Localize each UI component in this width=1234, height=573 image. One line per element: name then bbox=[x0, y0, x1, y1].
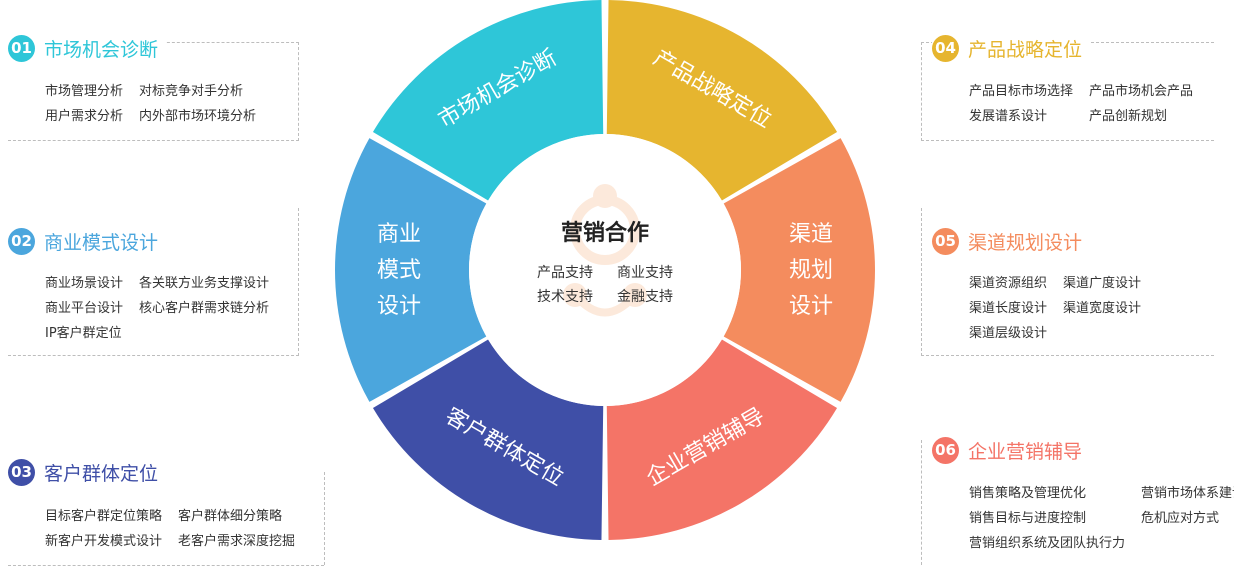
panel-02-item: 各关联方业务支撑设计 bbox=[139, 276, 270, 291]
panel-05-header: 05 渠道规划设计 bbox=[932, 227, 1091, 255]
panel-06-item: 危机应对方式 bbox=[1141, 511, 1220, 526]
panel-04-item: 产品创新规划 bbox=[1089, 109, 1168, 124]
panel-02-number: 02 bbox=[8, 227, 35, 255]
center-circle bbox=[469, 134, 741, 406]
connector-03 bbox=[8, 472, 324, 566]
wheel-segment-business bbox=[335, 138, 487, 402]
panel-02-title: 商业模式设计 bbox=[44, 231, 159, 254]
panel-04-header: 04 产品战略定位 bbox=[932, 34, 1091, 62]
wheel-segment-product bbox=[606, 0, 838, 201]
panel-01-number: 01 bbox=[8, 34, 35, 62]
panel-03-items: 目标客户群定位策略 客户群体细分策略 新客户开发模式设计 老客户需求深度挖掘 bbox=[45, 505, 295, 549]
panel-02-item: 商业平台设计 bbox=[45, 301, 124, 316]
center-title: 营销合作 bbox=[561, 220, 649, 246]
panel-01-items: 市场管理分析 对标竞争对手分析 用户需求分析 内外部市场环境分析 bbox=[45, 80, 256, 124]
panel-02-item: 商业场景设计 bbox=[45, 276, 124, 291]
segment-label-channel-2: 规划 bbox=[789, 258, 833, 283]
panel-05-title: 渠道规划设计 bbox=[968, 231, 1083, 254]
panel-01-title: 市场机会诊断 bbox=[44, 38, 159, 61]
panel-05-item: 渠道宽度设计 bbox=[1063, 301, 1142, 316]
panel-05-number: 05 bbox=[932, 227, 959, 255]
panel-01-item: 对标竞争对手分析 bbox=[139, 84, 244, 99]
panel-05-item: 渠道广度设计 bbox=[1063, 276, 1142, 291]
panel-06-number: 06 bbox=[932, 436, 959, 464]
center-item-product-support: 产品支持 bbox=[537, 265, 593, 281]
segment-label-channel-3: 设计 bbox=[789, 294, 833, 319]
wheel-segment-enterprise bbox=[606, 339, 838, 540]
panel-01-item: 用户需求分析 bbox=[45, 109, 124, 124]
connector-03-vertical bbox=[324, 472, 325, 565]
panel-05-item: 渠道层级设计 bbox=[969, 326, 1048, 341]
panel-06-title: 企业营销辅导 bbox=[968, 440, 1083, 463]
panel-06-item: 营销市场体系建设 bbox=[1141, 486, 1234, 501]
panel-06-item: 销售策略及管理优化 bbox=[969, 486, 1087, 501]
panel-02-header: 02 商业模式设计 bbox=[8, 227, 167, 255]
connector-06 bbox=[921, 440, 922, 565]
center-item-tech-support: 技术支持 bbox=[537, 289, 593, 305]
panel-01-item: 市场管理分析 bbox=[45, 84, 124, 99]
panel-04-title: 产品战略定位 bbox=[968, 38, 1083, 61]
segment-label-business-2: 模式 bbox=[377, 258, 421, 283]
wheel-segment-market bbox=[372, 0, 604, 201]
panel-02-items: 商业场景设计 各关联方业务支撑设计 商业平台设计 核心客户群需求链分析 IP客户… bbox=[45, 272, 269, 341]
wheel-segment-channel bbox=[723, 138, 875, 402]
panel-06-header: 06 企业营销辅导 bbox=[932, 436, 1091, 464]
panel-03-number: 03 bbox=[8, 458, 35, 486]
panel-04-item: 产品目标市场选择 bbox=[969, 84, 1074, 99]
center-item-finance-support: 金融支持 bbox=[617, 289, 673, 305]
panel-01-header: 01 市场机会诊断 bbox=[8, 34, 167, 62]
panel-02-item: IP客户群定位 bbox=[45, 326, 122, 341]
panel-04-number: 04 bbox=[932, 34, 959, 62]
panel-05-item: 渠道长度设计 bbox=[969, 301, 1048, 316]
panel-03-item: 目标客户群定位策略 bbox=[45, 509, 163, 524]
segment-label-business-3: 设计 bbox=[377, 294, 421, 319]
panel-04-item: 产品市场机会产品 bbox=[1089, 84, 1194, 99]
cooperation-icon bbox=[563, 184, 647, 317]
panel-05-item: 渠道资源组织 bbox=[969, 276, 1048, 291]
panel-03-item: 客户群体细分策略 bbox=[178, 509, 283, 524]
panel-03-title: 客户群体定位 bbox=[44, 462, 159, 485]
panel-01-item: 内外部市场环境分析 bbox=[139, 109, 257, 124]
connector-05 bbox=[921, 208, 1214, 356]
panel-06-items: 销售策略及管理优化 营销市场体系建设 销售目标与进度控制 危机应对方式 营销组织… bbox=[969, 482, 1234, 551]
panel-04-item: 发展谱系设计 bbox=[969, 109, 1048, 124]
segment-label-channel-1: 渠道 bbox=[789, 222, 833, 247]
wheel-segment-customer bbox=[372, 339, 604, 540]
panel-03-item: 老客户需求深度挖掘 bbox=[178, 534, 296, 549]
panel-03-item: 新客户开发模式设计 bbox=[45, 534, 163, 549]
connector-02 bbox=[8, 208, 299, 356]
panel-06-item: 营销组织系统及团队执行力 bbox=[969, 536, 1126, 551]
panel-05-items: 渠道资源组织 渠道广度设计 渠道长度设计 渠道宽度设计 渠道层级设计 bbox=[969, 272, 1141, 341]
panel-06-item: 销售目标与进度控制 bbox=[969, 511, 1087, 526]
segment-label-business-1: 商业 bbox=[377, 222, 421, 247]
center-item-business-support: 商业支持 bbox=[617, 265, 673, 281]
panel-04-items: 产品目标市场选择 产品市场机会产品 发展谱系设计 产品创新规划 bbox=[969, 80, 1193, 124]
panel-03-header: 03 客户群体定位 bbox=[8, 458, 167, 486]
panel-02-item: 核心客户群需求链分析 bbox=[139, 301, 270, 316]
